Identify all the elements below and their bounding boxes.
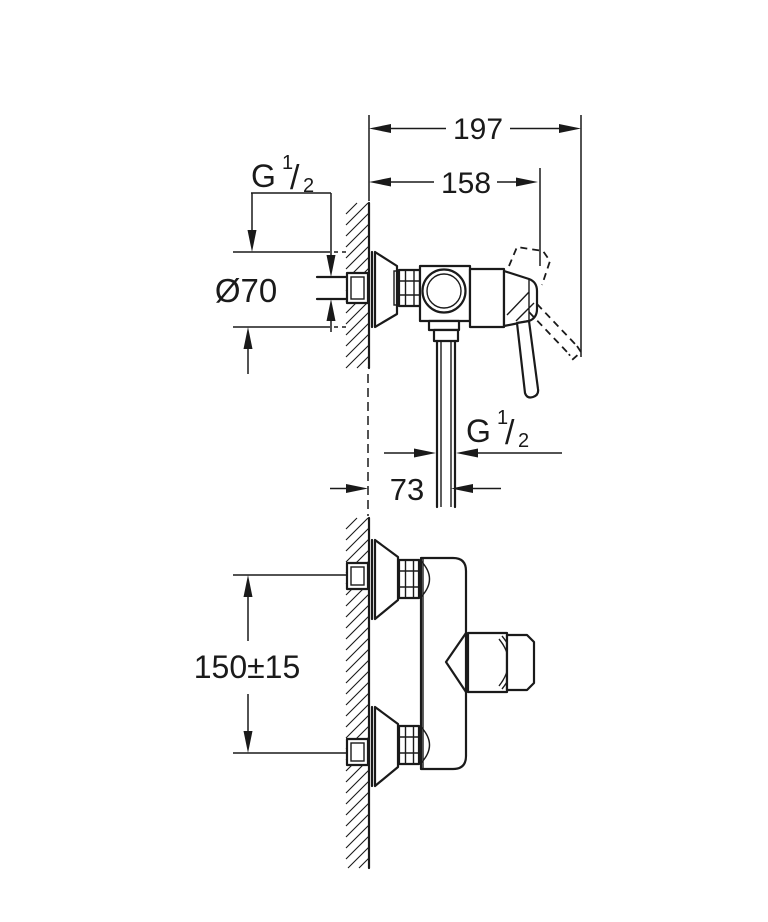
outlet-pipe (427, 319, 461, 509)
dim-diameter-label: Ø70 (215, 272, 277, 309)
supply-fitting-bottom (345, 737, 370, 767)
dim-197-label: 197 (453, 113, 503, 146)
supply-fitting-top (345, 561, 370, 591)
union-nut-bottom (397, 724, 421, 766)
inlet-thread-slash: / (290, 159, 300, 197)
inlet-thread-g: G (251, 158, 276, 194)
dim-158-label: 158 (441, 167, 491, 200)
outlet-thread-numerator: 1 (497, 407, 508, 429)
inlet-thread-numerator: 1 (282, 152, 293, 174)
lever-handle (515, 319, 540, 399)
mixer-body-side (418, 264, 506, 329)
escutcheon-top (370, 538, 400, 621)
cartridge-throat (444, 631, 468, 694)
dimension-197: 197 (368, 113, 582, 357)
label-inlet-thread: G 1 / 2 (247, 152, 336, 332)
front-view (345, 516, 536, 870)
lever-handle-alt-position (508, 246, 583, 362)
union-nut-top (397, 558, 421, 600)
escutcheon-side (370, 250, 400, 329)
dim-73-label: 73 (390, 472, 424, 507)
union-ring (421, 268, 467, 314)
side-view (315, 201, 583, 509)
outlet-thread-denominator: 2 (518, 430, 529, 452)
dimension-150-15: 150±15 (194, 574, 347, 754)
dim-150-label: 150±15 (194, 649, 301, 685)
dimension-diameter-70: Ø70 (215, 251, 346, 374)
dimension-158: 158 (369, 167, 541, 266)
cartridge-cap (505, 633, 536, 692)
escutcheon-bottom (370, 705, 400, 788)
label-outlet-thread: G 1 / 2 (384, 407, 562, 458)
dimensions: 197 158 G 1 / 2 Ø70 (194, 113, 582, 754)
outlet-thread-slash: / (505, 414, 515, 452)
handle-base (502, 269, 539, 328)
outlet-thread-g: G (466, 413, 491, 449)
dimension-73: 73 (330, 374, 501, 516)
supply-fitting (315, 271, 370, 305)
cartridge-cylinder (466, 631, 509, 694)
inlet-thread-denominator: 2 (303, 175, 314, 197)
mixer-body-front (419, 556, 536, 771)
union-nut-side (397, 268, 422, 308)
